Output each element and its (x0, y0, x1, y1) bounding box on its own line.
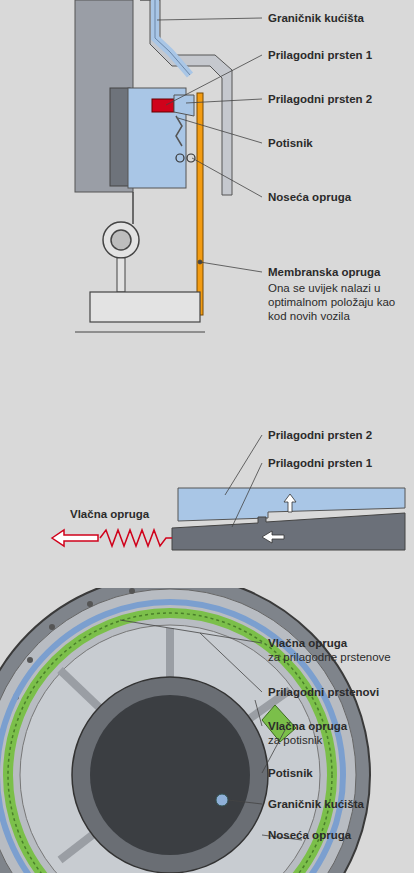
part-label: Vlačna opruga (268, 719, 347, 733)
part-label: Potisnik (268, 136, 313, 150)
part-label: za potisnik (268, 733, 322, 747)
part-label: Graničnik kućišta (268, 797, 364, 811)
part-label: Prilagodni prsten 1 (268, 48, 372, 62)
part-label: Vlačna opruga (70, 507, 149, 521)
part-label: Vlačna opruga (268, 636, 347, 650)
part-label: Prilagodni prsten 1 (268, 456, 372, 470)
part-label: Prilagodni prsten 2 (268, 428, 372, 442)
part-label: Membranska opruga (268, 265, 380, 279)
part-label: Prilagodni prstenovi (268, 685, 379, 699)
part-label: Potisnik (268, 766, 313, 780)
part-label: za prilagodne prstenove (268, 650, 391, 664)
part-label: Prilagodni prsten 2 (268, 92, 372, 106)
part-label: Graničnik kućišta (268, 11, 364, 25)
part-label: Noseća opruga (268, 828, 351, 842)
part-label: Ona se uvijek nalazi u optimalnom položa… (268, 281, 408, 323)
part-label: Noseća opruga (268, 190, 351, 204)
